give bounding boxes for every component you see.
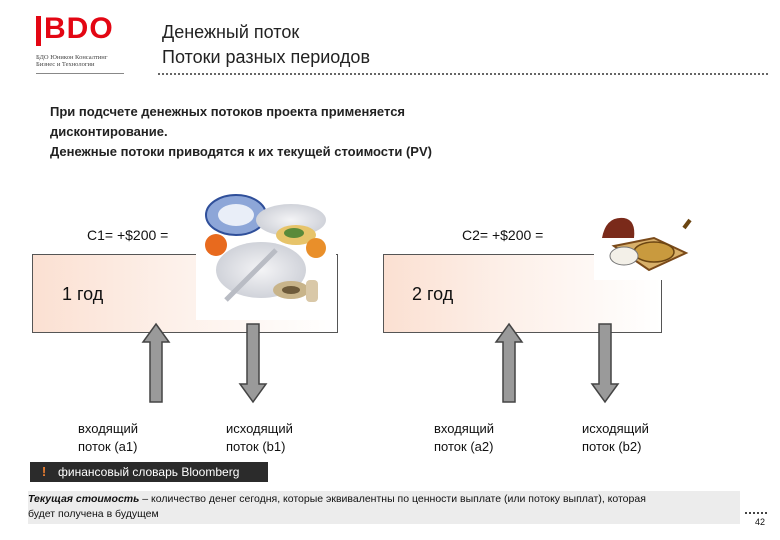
cash-label-2: С2= +$200 =	[462, 227, 544, 243]
inflow-arrow-1-icon	[141, 322, 171, 403]
inflow-label-2-line2: поток (a2)	[434, 439, 494, 454]
bloomberg-dictionary-banner[interactable]: ! финансовый словарь Bloomberg	[30, 462, 268, 482]
exclamation-icon: !	[41, 464, 47, 479]
intro-line3: Денежные потоки приводятся к их текущей …	[50, 144, 432, 159]
definition-text: – количество денег сегодня, которые экви…	[139, 493, 646, 505]
inflow-label-2: входящий поток (a2)	[434, 420, 494, 456]
definition-term: Текущая стоимость	[28, 493, 140, 505]
logo-subtitle-line2: Бизнес и Технологии	[36, 61, 95, 68]
outflow-arrow-2-icon	[590, 323, 620, 404]
bread-photo-image	[594, 208, 694, 280]
page-subtitle: Потоки разных периодов	[162, 47, 371, 67]
year-label-1: 1 год	[62, 284, 104, 304]
inflow-label-1: входящий поток (a1)	[78, 420, 138, 456]
outflow-label-1: исходящий поток (b1)	[226, 420, 293, 456]
logo-brand: BDO	[44, 12, 114, 45]
inflow-label-1-line1: входящий	[78, 421, 139, 436]
outflow-label-1-line1: исходящий	[226, 421, 293, 436]
footer-divider	[745, 512, 767, 514]
cash-label-1: С1= +$200 =	[87, 227, 169, 243]
inflow-label-2-line1: входящий	[434, 421, 495, 436]
page-number: 42	[755, 517, 766, 527]
outflow-label-2-line1: исходящий	[582, 421, 649, 436]
definition-text-line2: будет получена в будущем	[28, 508, 159, 520]
year-label-2: 2 год	[412, 284, 454, 304]
bloomberg-label: финансовый словарь Bloomberg	[58, 465, 240, 479]
definition-box: Текущая стоимость – количество денег сег…	[28, 491, 740, 524]
bdo-logo: BDO БДО Юникон Консалтинг Бизнес и Техно…	[36, 10, 136, 70]
definition-line1: Текущая стоимость – количество денег сег…	[28, 492, 740, 507]
logo-divider	[36, 73, 124, 74]
intro-line1: При подсчете денежных потоков проекта пр…	[50, 104, 406, 119]
logo-bar	[36, 16, 41, 46]
outflow-label-1-line2: поток (b1)	[226, 439, 286, 454]
intro-line2: дисконтирование.	[50, 124, 168, 139]
food-photo-image	[196, 190, 336, 320]
inflow-label-1-line2: поток (a1)	[78, 439, 138, 454]
inflow-arrow-2-icon	[494, 322, 524, 403]
logo-subtitle: БДО Юникон Консалтинг Бизнес и Технологи…	[36, 54, 146, 68]
outflow-arrow-1-icon	[238, 323, 268, 404]
intro-text: При подсчете денежных потоков проекта пр…	[50, 102, 610, 162]
logo-subtitle-line1: БДО Юникон Консалтинг	[36, 54, 108, 61]
header-divider	[158, 73, 768, 75]
page-title: Денежный поток	[162, 22, 300, 42]
outflow-label-2: исходящий поток (b2)	[582, 420, 649, 456]
outflow-label-2-line2: поток (b2)	[582, 439, 642, 454]
